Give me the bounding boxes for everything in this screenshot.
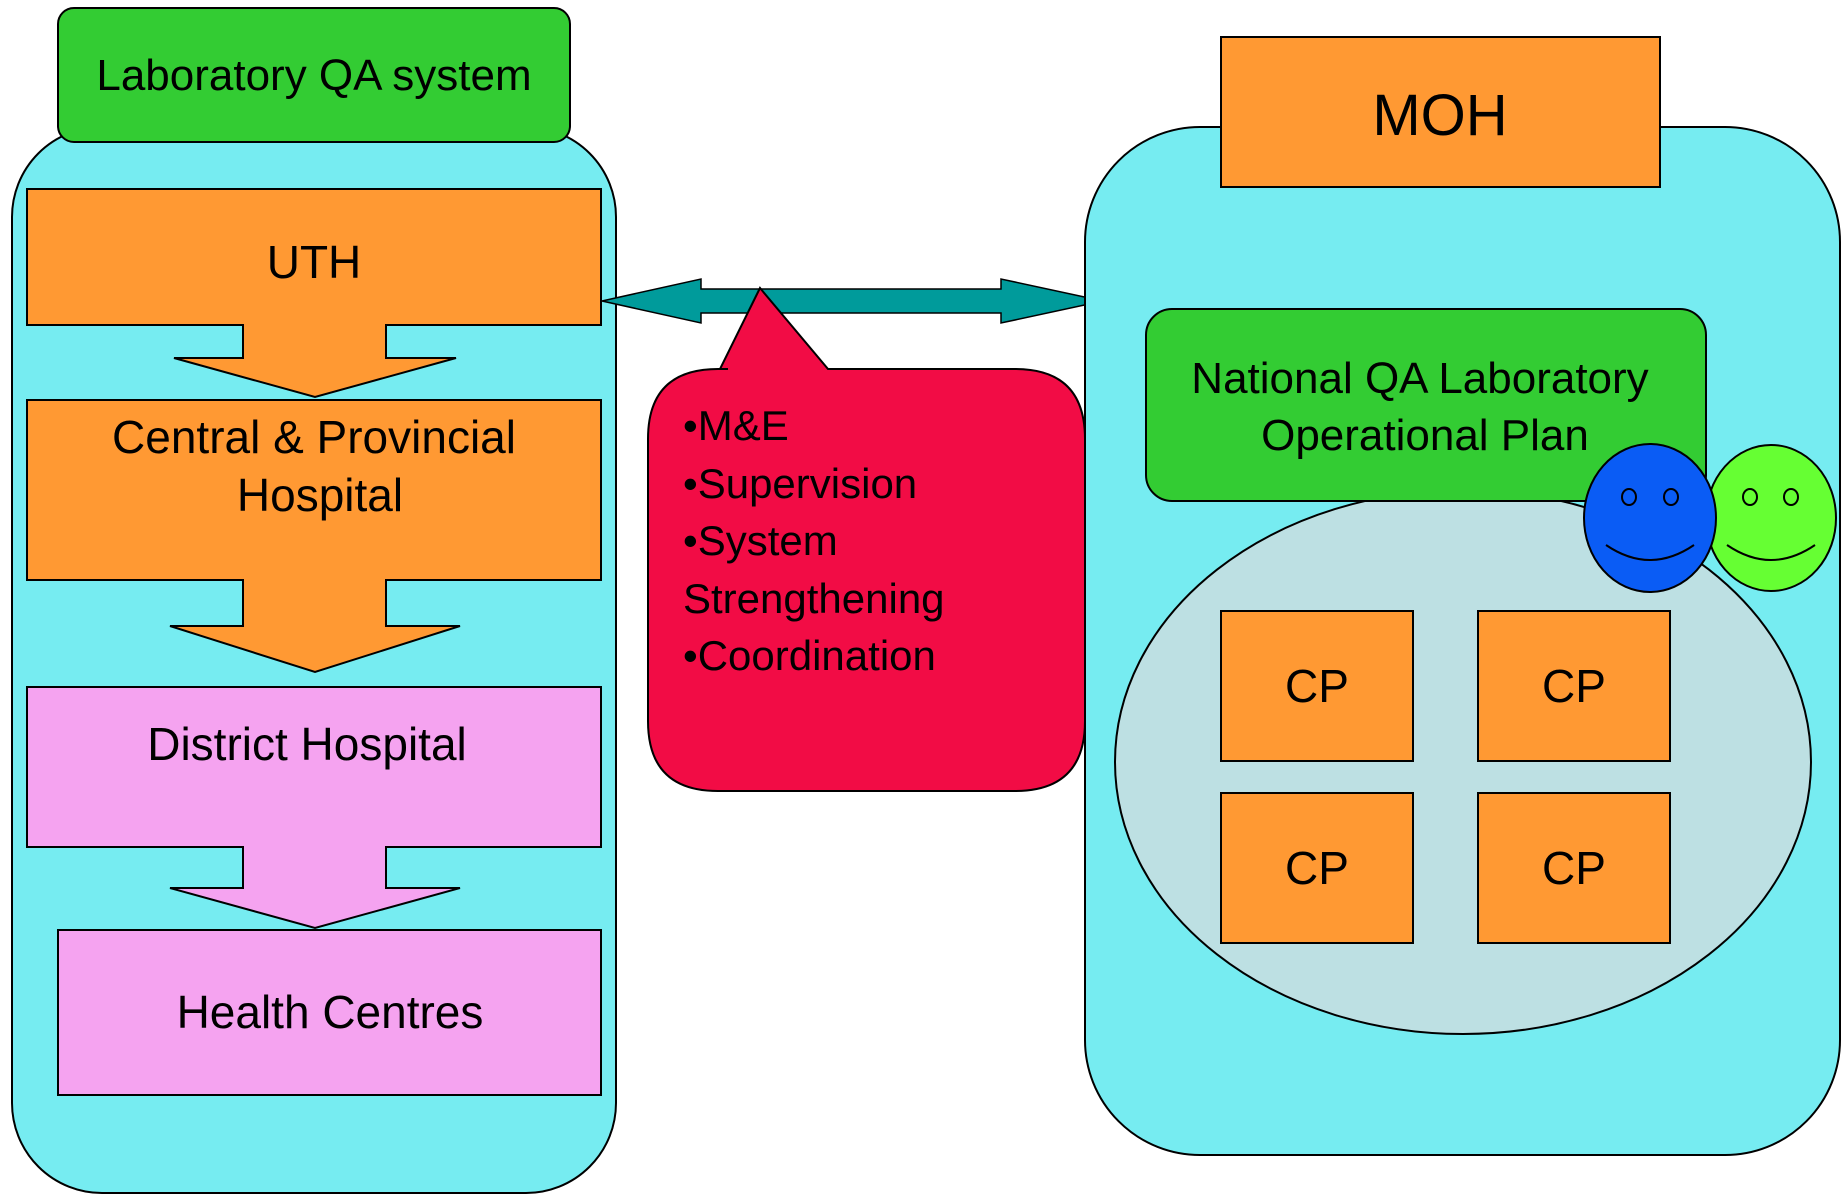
callout-box xyxy=(647,286,1086,792)
blue-smiley-icon xyxy=(1583,443,1717,593)
operational-plan-box xyxy=(1145,308,1707,502)
health-centres-box xyxy=(57,929,602,1096)
cp-box-3 xyxy=(1220,792,1414,944)
district-hospital-block-arrow xyxy=(26,686,602,930)
uth-block-arrow xyxy=(26,188,602,399)
central-provincial-label-line1: Central & Provincial xyxy=(112,411,516,463)
left-panel-header: Laboratory QA system xyxy=(96,51,531,100)
central-provincial-label-line2: Hospital xyxy=(237,469,403,521)
cp-box-1 xyxy=(1220,610,1414,762)
callout-item-me: •M&E xyxy=(683,402,789,449)
operational-plan-label-line1: National QA Laboratory xyxy=(1191,354,1648,403)
left-panel-header-box xyxy=(57,7,571,143)
callout-item-supervision: •Supervision xyxy=(683,460,917,507)
health-centres-label: Health Centres xyxy=(177,986,484,1038)
cp-label-4: CP xyxy=(1542,842,1606,894)
green-smiley-icon xyxy=(1705,444,1837,592)
uth-label: UTH xyxy=(267,236,362,288)
moh-label: MOH xyxy=(1372,83,1507,148)
double-headed-arrow xyxy=(601,278,1104,324)
central-provincial-block-arrow xyxy=(26,399,602,674)
moh-box xyxy=(1220,36,1661,188)
cp-box-4 xyxy=(1477,792,1671,944)
callout-item-system: •System xyxy=(683,517,838,564)
cp-ellipse xyxy=(1114,489,1812,1035)
district-hospital-label: District Hospital xyxy=(147,718,467,770)
cp-label-2: CP xyxy=(1542,660,1606,712)
cp-box-2 xyxy=(1477,610,1671,762)
cp-label-3: CP xyxy=(1285,842,1349,894)
cp-label-1: CP xyxy=(1285,660,1349,712)
callout-item-strengthening: Strengthening xyxy=(683,575,945,622)
operational-plan-label-line2: Operational Plan xyxy=(1261,411,1589,460)
callout-item-coordination: •Coordination xyxy=(683,632,936,679)
